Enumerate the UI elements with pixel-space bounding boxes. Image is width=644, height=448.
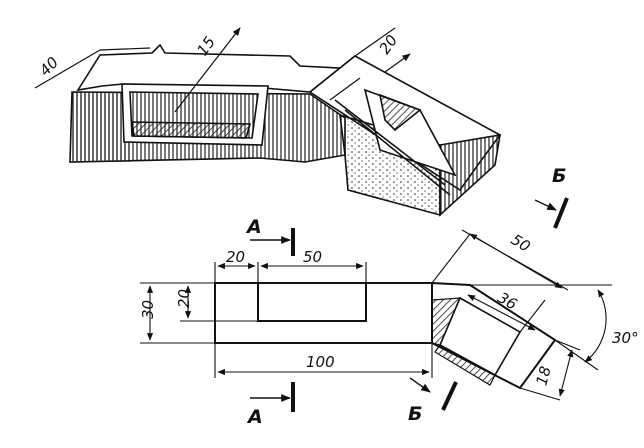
plan-dimension-lines [140, 229, 612, 401]
iso-dimension-lines [34, 27, 411, 113]
dim-overall-length: 100 [306, 353, 335, 371]
dim-angle: 30° [612, 329, 639, 347]
isometric-view [69, 43, 502, 217]
section-b-label-upper: Б [552, 165, 566, 187]
dim-overall-width: 30 [139, 300, 157, 319]
plan-view [214, 281, 557, 390]
iso-end-face [439, 134, 501, 217]
section-a-label-upper: A [245, 216, 262, 238]
section-a-mark-lower: A [246, 382, 295, 428]
plan-slot [257, 282, 367, 322]
dim-slot-offset: 20 [226, 248, 245, 266]
section-b-label-lower: Б [408, 403, 422, 425]
section-b-mark-upper: Б [534, 165, 569, 229]
dim-slot-length: 50 [303, 248, 322, 266]
dim-angled-length: 50 [508, 230, 534, 255]
dim-iso-20: 20 [375, 31, 401, 57]
section-a-label-lower: A [246, 406, 263, 428]
section-b-mark-lower: Б [408, 377, 458, 425]
section-a-mark-upper: A [245, 216, 295, 256]
dim-slot-width: 20 [175, 289, 193, 308]
dim-iso-40: 40 [36, 53, 62, 79]
dim-angled-slot-width: 18 [532, 364, 554, 387]
iso-slot-bottom [131, 121, 252, 139]
